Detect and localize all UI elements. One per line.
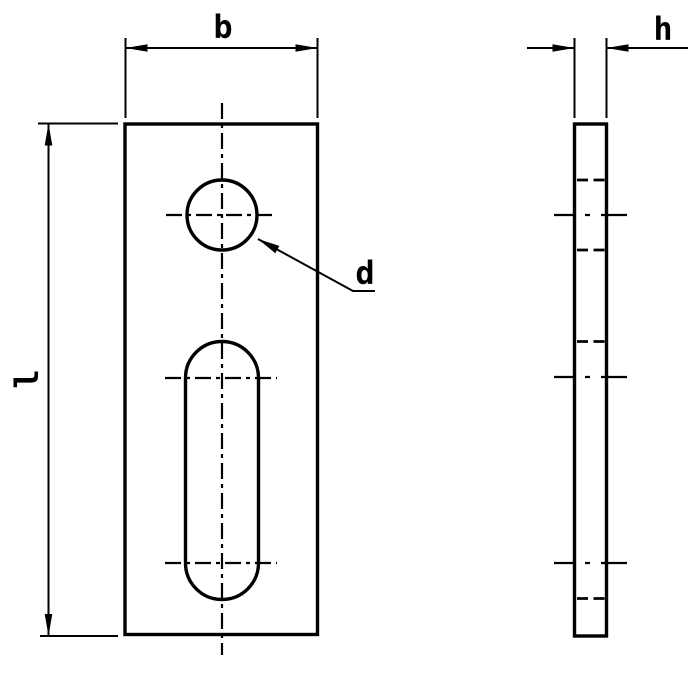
leader-line-d [257, 238, 375, 292]
front-view [123, 103, 320, 655]
arrowhead-b-left [125, 44, 148, 52]
label-h: h [653, 10, 672, 48]
arrowhead-b-right [295, 44, 318, 52]
extension-lines-h [573, 38, 608, 118]
plate-outline-side [572, 122, 609, 638]
extension-lines-l [38, 122, 118, 637]
extension-lines-b [124, 38, 319, 118]
label-d: d [355, 254, 374, 292]
arrowhead-d [258, 239, 280, 254]
arrowhead-h-left [552, 44, 575, 52]
label-b: b [213, 8, 232, 46]
dimension-b: b [124, 8, 319, 118]
dimension-l: l [8, 122, 118, 637]
arrowhead-l-bottom [44, 614, 53, 636]
side-view [554, 122, 627, 638]
arrowhead-l-top [44, 123, 53, 146]
label-l: l [8, 369, 46, 388]
leader-d: d [257, 238, 375, 292]
dimension-h: h [527, 10, 688, 118]
arrowhead-h-right [606, 44, 629, 52]
